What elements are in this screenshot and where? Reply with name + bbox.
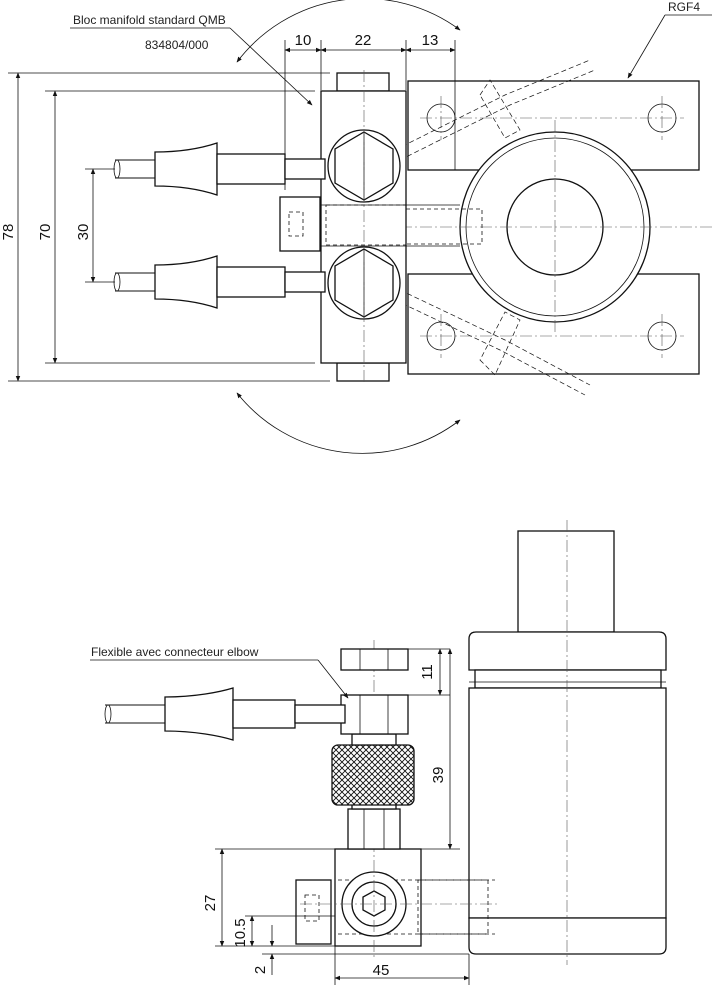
hose-side [104,687,346,741]
dim-30-label: 30 [75,224,92,241]
knurled-nut [331,744,415,806]
dim-22-label: 22 [355,32,372,49]
rgf4-leader [627,14,666,79]
rgf4-cylinder-side [468,520,667,965]
rotation-arc-top [236,0,461,63]
manifold-ref-label: 834804/000 [145,38,209,52]
rgf4-label: RGF4 [668,0,700,14]
hose-leader [317,659,349,699]
top-dimension-lines [8,40,456,382]
hose-lower [113,255,326,309]
mounting-screw-top [279,196,483,252]
dim-27-label: 27 [202,895,219,912]
dim-45-label: 45 [373,962,390,979]
dim-70-label: 70 [37,224,54,241]
dim-39-label: 39 [430,767,447,784]
rotation-arc-bottom [236,392,461,454]
manifold-side [295,640,500,960]
hose-name-label: Flexible avec connecteur elbow [91,645,259,659]
fitting-stack [331,648,415,850]
top-view: 10 22 13 78 70 30 Bloc manifold standard… [0,0,712,454]
rgf4-cylinder [400,80,712,375]
dim-2-label: 2 [252,966,269,974]
side-dimension-lines [215,648,470,985]
hose-upper [113,142,326,196]
dim-13-label: 13 [422,32,439,49]
manifold-leader [229,27,313,106]
dim-78-label: 78 [0,224,17,241]
dim-10-5-label: 10.5 [232,918,249,947]
side-view: 11 39 27 10.5 2 45 Flexible avec connect… [90,520,667,985]
alt-hose-top [394,59,596,161]
dim-10-label: 10 [295,32,312,49]
dim-11-label: 11 [419,664,436,680]
qmb-manifold-block [320,70,407,385]
manifold-name-label: Bloc manifold standard QMB [73,13,226,27]
alt-hose-bottom [394,289,591,396]
